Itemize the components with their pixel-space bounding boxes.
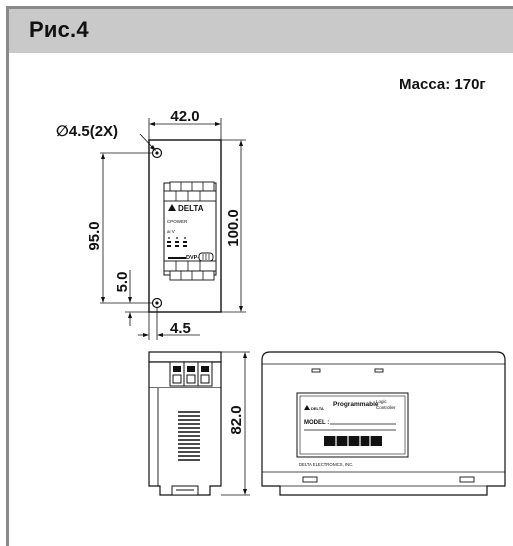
depth-dimension: 82.0 [228, 405, 245, 434]
hole-offset-dimension: 5.0 [114, 272, 131, 293]
side-vents [178, 411, 200, 461]
company-text: DELTA ELECTRONICS, INC. [299, 462, 353, 467]
nameplate-subtitle-2: Controller [376, 405, 396, 410]
nameplate-model-field: MODEL : [304, 420, 329, 426]
nameplate-title: Programmable [333, 401, 379, 408]
led-indicator-grid [167, 237, 187, 247]
depth-dimension-group: 82.0 [221, 351, 250, 496]
brand-text: DELTA [178, 204, 204, 213]
mass-label: Масса: 170г [399, 76, 486, 93]
bottom-terminal-block [163, 260, 217, 272]
side-body [148, 388, 222, 496]
power-led-label: CPOWER [167, 219, 188, 224]
nameplate [296, 392, 409, 458]
figure-title: Рис.4 [29, 17, 89, 42]
mount-hole-top-center [155, 151, 159, 155]
figure-header: Рис.4 [9, 9, 513, 53]
barcode [324, 436, 382, 446]
nameplate-brand: DELTA [311, 406, 324, 411]
front-view: DELTA CPOWER ai V DVP- [148, 139, 222, 313]
hole-spacing-dimension: 95.0 [86, 221, 103, 250]
nameplate-logo-icon [304, 405, 310, 410]
mount-hole-bottom-center [155, 301, 159, 305]
front-dimensions: 42.0 ∅4.5(2X) 100.0 95.0 5.0 4.5 [56, 108, 246, 340]
label-view: DELTA Programmable Logic Controller MODE… [261, 351, 506, 496]
delta-logo-icon [168, 204, 176, 211]
hole-diameter-dimension: ∅4.5(2X) [56, 123, 118, 140]
height-dimension: 100.0 [225, 209, 242, 247]
mount-hole-bottom [151, 297, 163, 309]
figure-frame [6, 6, 513, 546]
dvp-label: DVP- [186, 255, 199, 261]
hole-edge-dimension: 4.5 [170, 320, 191, 337]
mount-hole-top [151, 147, 163, 159]
width-dimension: 42.0 [170, 108, 199, 125]
nameplate-subtitle-1: Logic [376, 399, 388, 404]
side-view [148, 351, 222, 496]
led-group-label: ai V [167, 229, 175, 234]
side-terminal-screws [169, 361, 213, 387]
